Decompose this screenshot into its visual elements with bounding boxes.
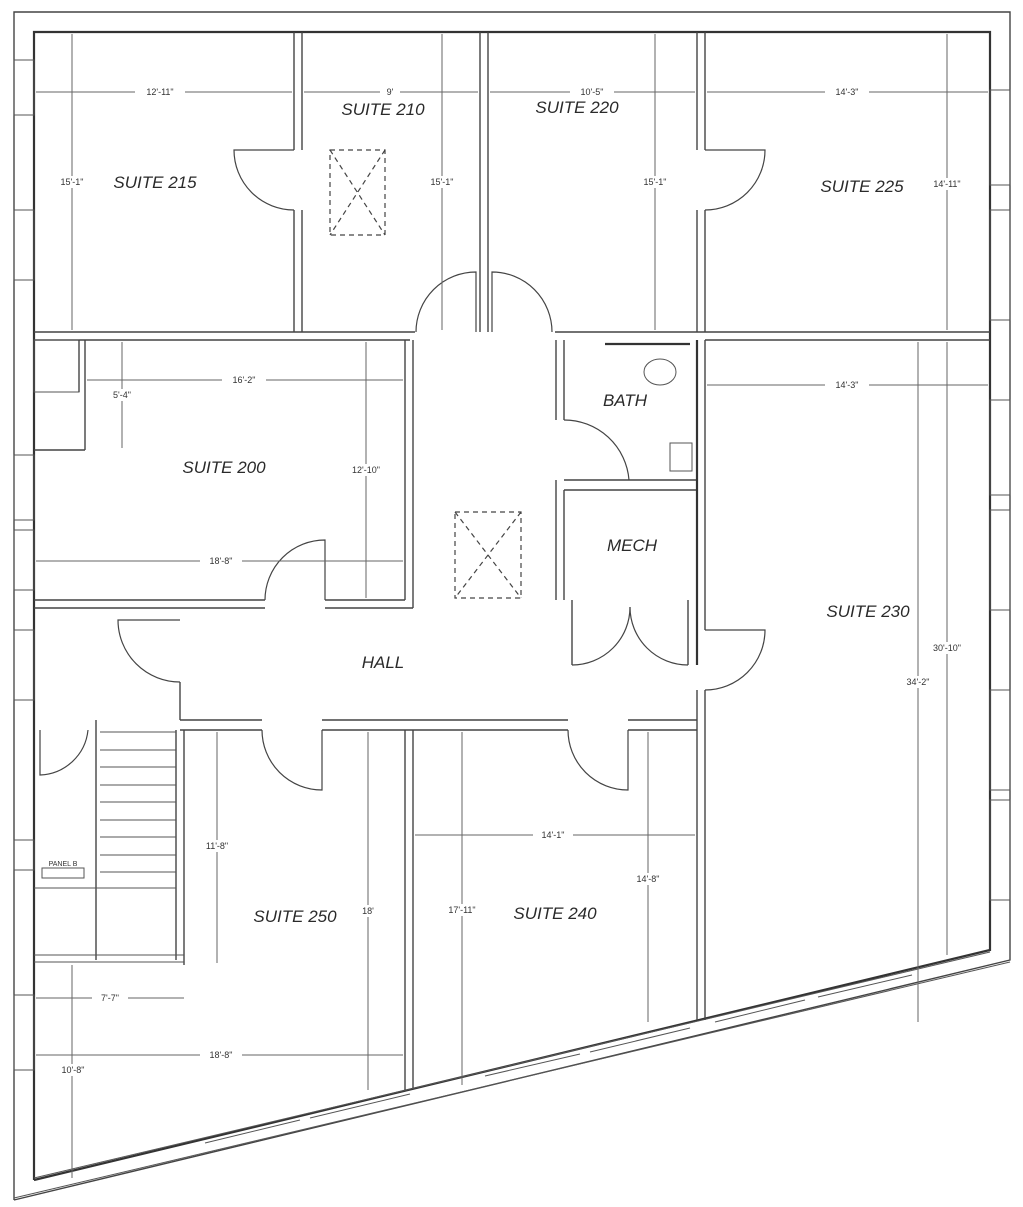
top-doors: [233, 149, 766, 333]
dim-s200-notch: 5'-4": [113, 390, 131, 400]
south-windows: [204, 974, 913, 1144]
dim-s240-depth-left: 17'-11": [448, 905, 475, 915]
dim-s225-depth: 14'-11": [933, 179, 960, 189]
room-suite-220: SUITE 220: [535, 98, 619, 117]
dim-s250-upper-depth: 11'-8": [206, 841, 228, 851]
dim-s250-bottom-width: 18'-8": [210, 1050, 233, 1060]
toilet-icon: [643, 358, 677, 386]
dim-s200-depth: 12'-10": [352, 465, 380, 475]
stair-area: [34, 720, 185, 965]
dim-s210-width: 9': [387, 87, 394, 97]
room-mech: MECH: [607, 536, 658, 555]
dim-s215-depth: 15'-1": [61, 177, 84, 187]
dim-s220-depth: 15'-1": [644, 177, 667, 187]
room-bath: BATH: [603, 391, 648, 410]
skylight-icon: [329, 149, 386, 236]
dim-s215-width: 12'-11": [146, 87, 173, 97]
hall-walls: [117, 619, 766, 1020]
room-suite-215: SUITE 215: [113, 173, 197, 192]
dim-s200-top-width: 16'-2": [233, 375, 256, 385]
building-outline: [13, 11, 1011, 1201]
dim-s200-bottom-width: 18'-8": [210, 556, 233, 566]
dim-s225-width: 14'-3": [836, 87, 859, 97]
room-suite-240: SUITE 240: [513, 904, 597, 923]
dim-s240-depth-right: 14'-8": [637, 874, 660, 884]
room-suite-250: SUITE 250: [253, 907, 337, 926]
bath-mech-walls: [555, 340, 706, 666]
dim-s230-depth-outer: 34'-2": [907, 677, 930, 687]
dim-s230-depth-inner: 30'-10": [933, 643, 961, 653]
dim-s210-depth: 15'-1": [431, 177, 454, 187]
east-windows: [989, 89, 1011, 901]
suite-200-walls: [33, 339, 414, 609]
room-suite-230: SUITE 230: [826, 602, 910, 621]
room-suite-225: SUITE 225: [820, 177, 904, 196]
west-windows: [13, 59, 35, 1071]
room-suite-210: SUITE 210: [341, 100, 425, 119]
room-suite-200: SUITE 200: [182, 458, 266, 477]
top-partitions: [34, 32, 990, 341]
dim-s230-width: 14'-3": [836, 380, 859, 390]
electrical-panel-icon: [41, 867, 85, 879]
sink-icon: [669, 442, 693, 472]
dim-s220-width: 10'-5": [581, 87, 604, 97]
room-hall: HALL: [362, 653, 405, 672]
hall-skylight-icon: [454, 511, 522, 599]
dim-s250-depth: 18': [362, 906, 374, 916]
dim-s250-lower-width: 7'-7": [101, 993, 119, 1003]
dim-s250-lower-depth: 10'-8": [62, 1065, 85, 1075]
dimension-labels: 12'-11" 15'-1" 9' 15'-1" 10'-5" 15'-1" 1…: [52, 86, 970, 1076]
dim-s240-width: 14'-1": [542, 830, 565, 840]
room-labels: SUITE 215 SUITE 210 SUITE 220 SUITE 225 …: [49, 98, 911, 926]
panel-b-label: PANEL B: [49, 861, 78, 868]
